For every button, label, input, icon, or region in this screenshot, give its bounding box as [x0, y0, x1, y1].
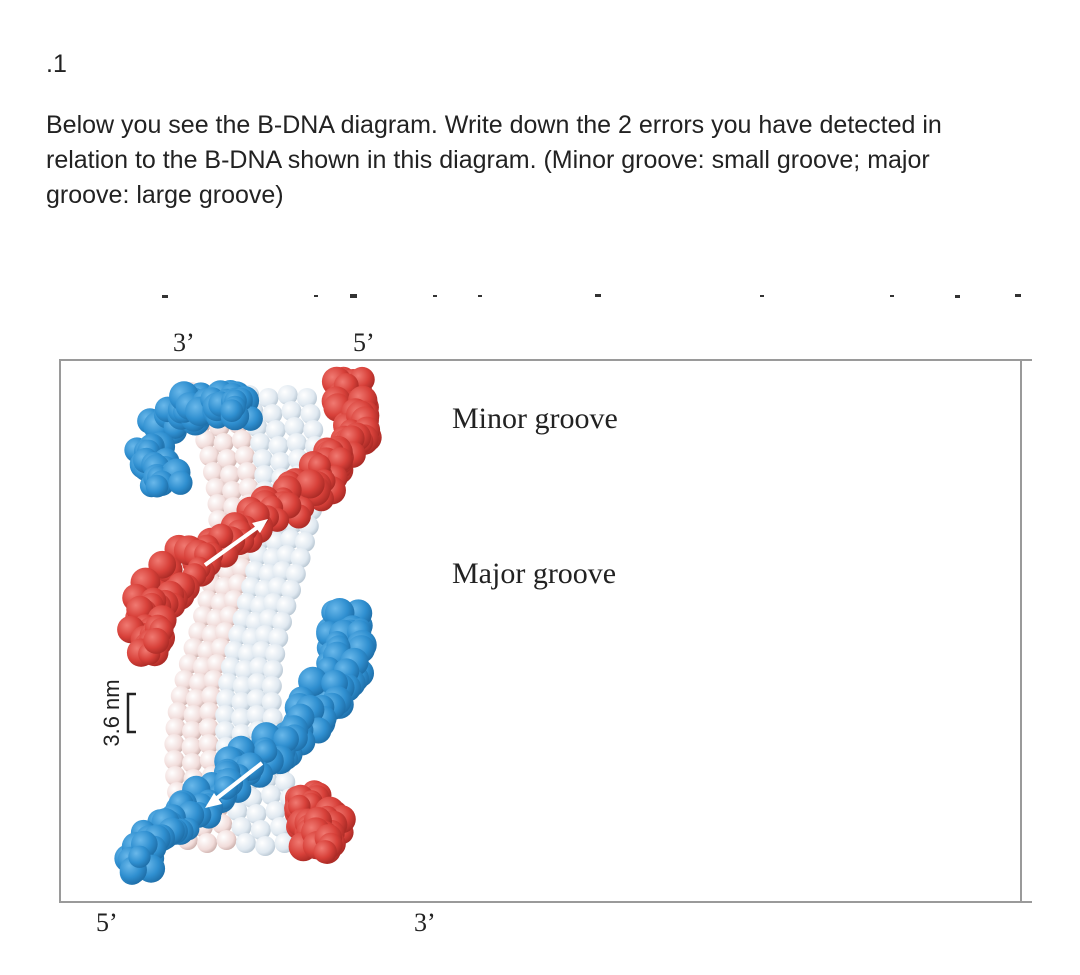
base-sphere [258, 388, 279, 408]
base-sphere [234, 446, 255, 466]
base-sphere [170, 686, 191, 706]
base-sphere [195, 430, 216, 450]
base-sphere [246, 804, 267, 824]
base-sphere [215, 705, 236, 725]
base-sphere [198, 734, 219, 754]
red-backbone-sphere [313, 840, 337, 864]
base-sphere [290, 548, 311, 568]
base-sphere [265, 420, 286, 440]
base-sphere [252, 449, 273, 469]
blue-backbone-sphere [128, 845, 151, 868]
base-sphere [261, 692, 282, 712]
base-sphere [268, 436, 289, 456]
base-sphere [250, 820, 271, 840]
base-sphere [202, 462, 223, 482]
base-sphere [246, 689, 267, 709]
base-sphere [261, 676, 282, 696]
top-left-3-prime-label: 3’ [173, 328, 195, 357]
base-sphere [276, 596, 297, 616]
base-sphere [284, 417, 305, 437]
major-groove-label: Major groove [452, 557, 617, 590]
base-sphere [213, 433, 234, 453]
base-sphere [270, 817, 291, 837]
base-sphere [300, 404, 321, 424]
base-sphere [231, 692, 252, 712]
base-sphere [286, 433, 307, 453]
red-backbone-sphere [143, 627, 170, 654]
base-sphere [246, 705, 267, 725]
base-sphere [220, 465, 241, 485]
base-sphere [281, 580, 302, 600]
top-right-5-prime-label: 5’ [353, 328, 375, 357]
base-sphere [277, 385, 298, 405]
base-sphere [275, 772, 296, 792]
strand-direction-arrows [203, 519, 268, 808]
figure-frame [59, 359, 1022, 903]
base-sphere [261, 785, 282, 805]
base-sphere [263, 660, 284, 680]
base-sphere [181, 737, 202, 757]
base-sphere [183, 705, 204, 725]
red-strand [117, 366, 382, 864]
base-sphere [164, 750, 185, 770]
base-sphere [207, 494, 228, 514]
base-sphere [167, 702, 188, 722]
base-sphere [285, 564, 306, 584]
base-sphere [294, 532, 315, 552]
base-sphere [182, 753, 203, 773]
question-number: .1 [46, 50, 67, 78]
base-sphere [198, 718, 219, 738]
base-sphere [271, 612, 292, 632]
scale-bracket [126, 692, 136, 734]
base-sphere [199, 446, 220, 466]
base-sphere [231, 708, 252, 728]
base-sphere [205, 478, 226, 498]
base-sphere [237, 462, 258, 482]
base-sphere [250, 433, 271, 453]
base-sphere [303, 420, 324, 440]
base-sphere [182, 721, 203, 741]
base-sphere [231, 430, 252, 450]
base-sphere [164, 734, 185, 754]
base-sphere [235, 833, 256, 853]
question-text: Below you see the B-DNA diagram. Write d… [46, 111, 942, 209]
base-sphere [231, 817, 252, 837]
base-sphere [254, 465, 275, 485]
base-sphere [270, 452, 291, 472]
base-sphere [265, 644, 286, 664]
base-sphere [222, 481, 243, 501]
base-sphere [199, 702, 220, 722]
base-sphere [216, 689, 237, 709]
minor-groove-label: Minor groove [452, 402, 618, 435]
base-sphere [165, 718, 186, 738]
b-dna-figure: 3’ 5’ 5’ 3’ Minor groove Major groove 3.… [0, 280, 1080, 975]
base-sphere [265, 801, 286, 821]
base-sphere [216, 830, 237, 850]
base-sphere [262, 404, 283, 424]
scale-label: 3.6 nm [99, 679, 124, 747]
base-sphere [255, 836, 276, 856]
base-sphere [296, 388, 317, 408]
red-backbone-sphere [295, 469, 325, 499]
base-sphere [215, 721, 236, 741]
blue-backbone-sphere [220, 399, 244, 422]
dna-diagram-svg [59, 294, 1032, 903]
base-sphere [197, 833, 218, 853]
base-sphere [201, 686, 222, 706]
bottom-left-5-prime-label: 5’ [96, 908, 118, 937]
top-artifact-marks [162, 294, 1021, 298]
base-sphere [217, 449, 238, 469]
blue-strand [114, 380, 377, 885]
base-sphere [185, 689, 206, 709]
base-sphere [268, 628, 289, 648]
base-sphere [165, 766, 186, 786]
bottom-right-3-prime-label: 3’ [414, 908, 436, 937]
blue-backbone-sphere [168, 470, 193, 495]
base-sphere [281, 401, 302, 421]
blue-backbone-sphere [145, 474, 169, 498]
